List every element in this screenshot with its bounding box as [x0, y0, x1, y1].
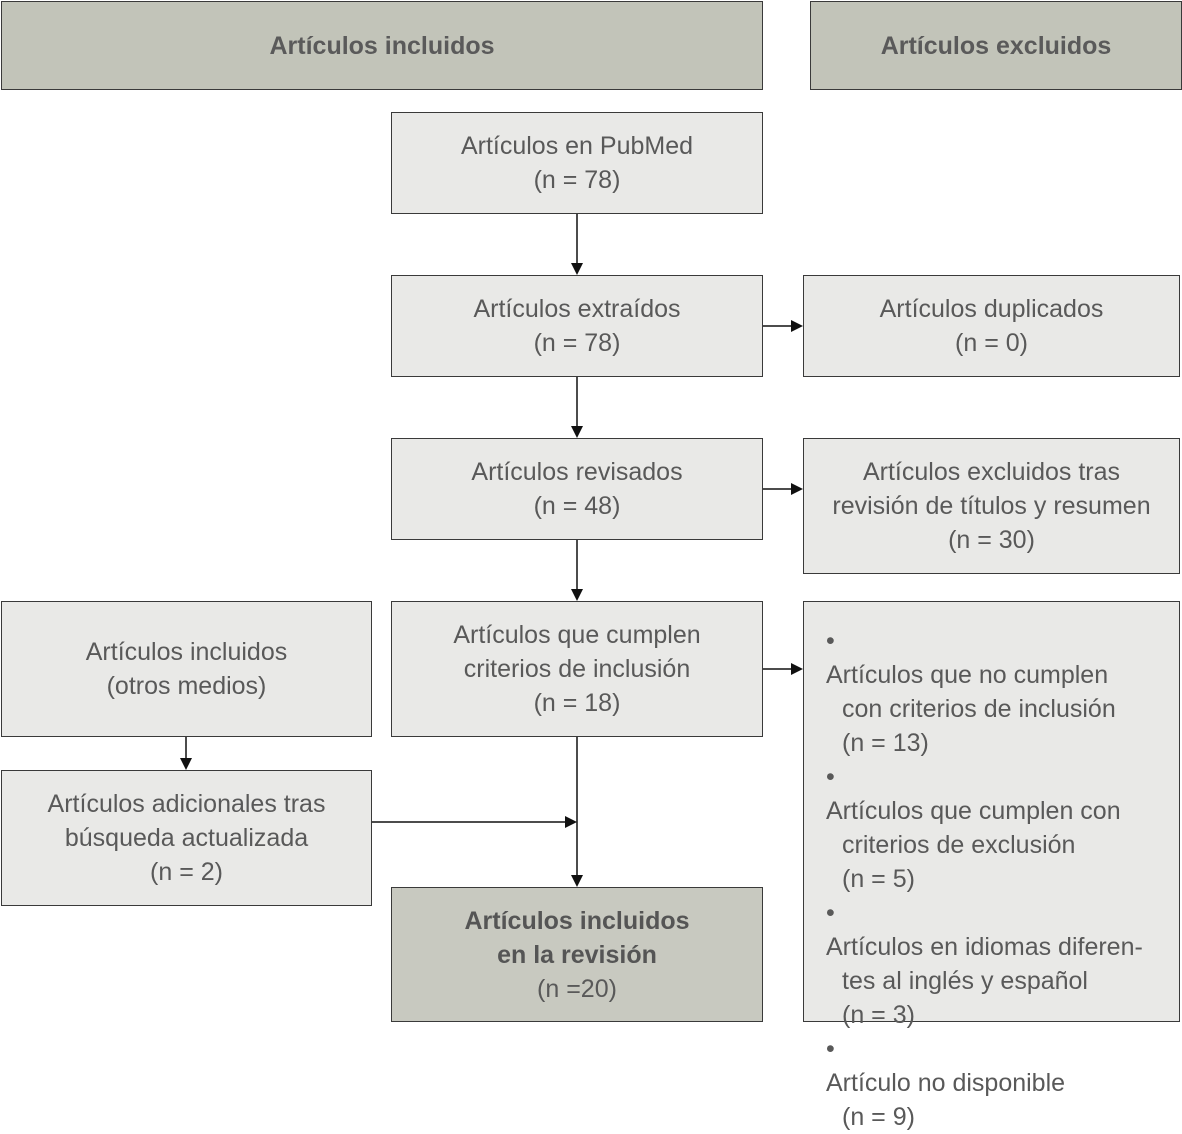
criteria-line-3: (n = 18): [533, 689, 621, 717]
duplicates-line-2: (n = 0): [955, 329, 1028, 357]
excluded-titles-line-2: revisión de títulos y resumen: [832, 492, 1151, 520]
reviewed-line-2: (n = 48): [533, 492, 621, 520]
exclusion-item: •Artículos que cumplen con criterios de …: [826, 760, 1121, 896]
box-final-included: Artículos incluidos en la revisión (n =2…: [391, 887, 763, 1022]
connectors: [180, 214, 803, 887]
final-count: (n =20): [537, 974, 617, 1003]
box-extracted: Artículos extraídos (n = 78): [391, 275, 763, 377]
bullet-icon: •: [826, 627, 835, 655]
other-media-line-2: (otros medios): [106, 672, 267, 700]
additional-line-2: búsqueda actualizada: [64, 824, 309, 852]
header-excluded-label: Artículos excluidos: [880, 31, 1112, 60]
box-excluded-titles: Artículos excluidos tras revisión de tít…: [803, 438, 1180, 574]
criteria-line-1: Artículos que cumplen: [453, 621, 701, 649]
header-included-label: Artículos incluidos: [269, 31, 495, 60]
duplicates-line-1: Artículos duplicados: [879, 295, 1104, 323]
pubmed-line-2: (n = 78): [533, 166, 621, 194]
bullet-icon: •: [826, 899, 835, 927]
extracted-line-1: Artículos extraídos: [473, 295, 681, 323]
reviewed-line-1: Artículos revisados: [471, 458, 683, 486]
header-included: Artículos incluidos: [1, 1, 763, 90]
excluded-titles-line-3: (n = 30): [948, 526, 1035, 554]
box-other-media: Artículos incluidos (otros medios): [1, 601, 372, 737]
excluded-titles-line-1: Artículos excluidos tras: [862, 458, 1121, 486]
additional-line-3: (n = 2): [150, 858, 223, 886]
box-pubmed: Artículos en PubMed (n = 78): [391, 112, 763, 214]
final-line-2: en la revisión: [497, 940, 657, 969]
box-criteria: Artículos que cumplen criterios de inclu…: [391, 601, 763, 737]
box-duplicates: Artículos duplicados (n = 0): [803, 275, 1180, 377]
box-reviewed: Artículos revisados (n = 48): [391, 438, 763, 540]
bullet-icon: •: [826, 763, 835, 791]
other-media-line-1: Artículos incluidos: [85, 638, 288, 666]
box-additional: Artículos adicionales tras búsqueda actu…: [1, 770, 372, 906]
additional-line-1: Artículos adicionales tras: [47, 790, 326, 818]
exclusion-item: •Artículo no disponible (n = 9): [826, 1032, 1065, 1134]
criteria-line-2: criterios de inclusión: [463, 655, 691, 683]
bullet-icon: •: [826, 1035, 835, 1063]
pubmed-line-1: Artículos en PubMed: [460, 132, 694, 160]
header-excluded: Artículos excluidos: [810, 1, 1182, 90]
exclusion-item: •Artículos que no cumplen con criterios …: [826, 624, 1116, 760]
extracted-line-2: (n = 78): [533, 329, 621, 357]
final-line-1: Artículos incluidos: [464, 906, 690, 935]
